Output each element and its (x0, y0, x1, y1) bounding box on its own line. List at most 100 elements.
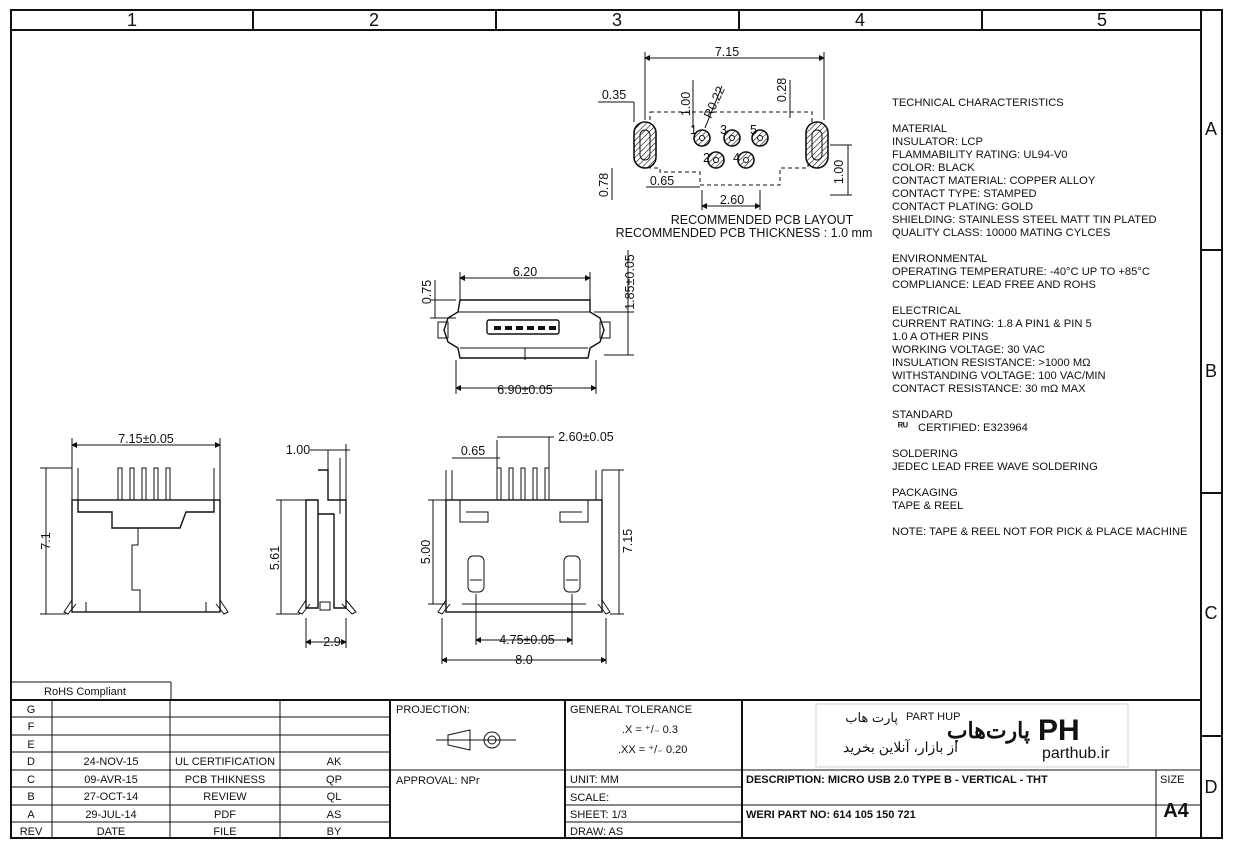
dim-side2-height: 5.61 (268, 546, 282, 570)
rev-header-file: FILE (213, 826, 236, 838)
spec-line: CONTACT RESISTANCE: 30 mΩ MAX (892, 383, 1086, 395)
rev-file: PCB THIKNESS (185, 774, 266, 786)
technical-characteristics: TECHNICAL CHARACTERISTICS MATERIAL INSUL… (892, 97, 1188, 538)
spec-soldering: JEDEC LEAD FREE WAVE SOLDERING (892, 461, 1098, 473)
dim-side3-post-spacing: 4.75±0.05 (499, 633, 555, 647)
rev-letter: B (27, 791, 34, 803)
dim-pcb-row-offset: 0.78 (597, 173, 611, 197)
spec-note: NOTE: TAPE & REEL NOT FOR PICK & PLACE M… (892, 526, 1188, 538)
zone-col-2: 2 (369, 10, 379, 30)
tolerance-x: .X = ⁺/₋ 0.3 (622, 724, 678, 736)
dim-pcb-width: 7.15 (715, 45, 739, 59)
rev-file: UL CERTIFICATION (175, 756, 275, 768)
dim-side1-width: 7.15±0.05 (118, 432, 174, 446)
logo-mark-fa: پارت‌هاب (947, 718, 1030, 745)
unit-label: UNIT: MM (570, 774, 619, 786)
rev-file: PDF (214, 809, 236, 821)
spec-line: WITHSTANDING VOLTAGE: 100 VAC/MIN (892, 370, 1106, 382)
spec-line: COMPLIANCE: LEAD FREE AND ROHS (892, 279, 1096, 291)
dim-side2-top: 1.00 (286, 443, 310, 457)
zone-row-a: A (1205, 119, 1217, 139)
dim-pcb-slot-height: 1.00 (832, 160, 846, 184)
zone-col-5: 5 (1097, 10, 1107, 30)
spec-line: CONTACT PLATING: GOLD (892, 201, 1033, 213)
description-label: DESCRIPTION: MICRO USB 2.0 TYPE B - VERT… (746, 774, 1048, 786)
rev-header-by: BY (327, 826, 342, 838)
rev-letter: F (28, 721, 35, 733)
dim-front-outer-width: 6.90±0.05 (497, 383, 553, 397)
pin-pads (693, 129, 769, 169)
rev-date: 29-JUL-14 (85, 809, 136, 821)
zone-col-1: 1 (127, 10, 137, 30)
parthub-logo: پارت هاب PART HUP از بازار، آنلاین بخرید… (815, 703, 1129, 768)
logo-slogan: از بازار، آنلاین بخرید (843, 738, 958, 756)
dim-pcb-pitch: 0.65 (650, 174, 674, 188)
size-label: SIZE (1160, 774, 1184, 786)
pcb-caption-2: RECOMMENDED PCB THICKNESS : 1.0 mm (616, 226, 873, 240)
size-value: A4 (1163, 800, 1189, 822)
rev-date: 27-OCT-14 (84, 791, 138, 803)
projection-symbol-icon (436, 729, 516, 751)
part-number-label: WERI PART NO: 614 105 150 721 (746, 809, 916, 821)
zone-col-4: 4 (855, 10, 865, 30)
spec-material-heading: MATERIAL (892, 123, 947, 135)
rev-by: AK (327, 756, 342, 768)
dim-pcb-right-edge: 0.28 (775, 78, 789, 102)
pin-label-3: 3 (720, 123, 727, 137)
spec-line: WORKING VOLTAGE: 30 VAC (892, 344, 1045, 356)
dim-side3-inner-height: 5.00 (419, 540, 433, 564)
dim-pcb-radius: R0.22 (701, 84, 728, 120)
approval-label: APPROVAL: NPr (396, 775, 480, 787)
side-view-3: 0.65 2.60±0.05 5.00 7.15 4.75±0.05 8.0 (419, 430, 635, 667)
spec-electrical-heading: ELECTRICAL (892, 305, 961, 317)
pcb-layout-view: 1 2 3 4 5 7.15 0.35 1.00 R0.22 0.28 0.78… (597, 45, 872, 240)
side3-pins (496, 467, 550, 501)
rev-date: 09-AVR-15 (84, 774, 138, 786)
spec-title: TECHNICAL CHARACTERISTICS (892, 97, 1064, 109)
title-block: RoHS Compliant G F E D 24-NOV-15 UL CERT… (11, 681, 1201, 838)
draw-label: DRAW: AS (570, 826, 623, 838)
dim-front-side-height: 1.85±0.05 (623, 254, 637, 310)
dim-side3-overall-width: 8.0 (515, 653, 532, 667)
tolerance-xx: .XX = ⁺/₋ 0.20 (618, 744, 687, 756)
logo-mark-ph: PH (1038, 714, 1080, 747)
spec-line: OPERATING TEMPERATURE: -40°C UP TO +85°C (892, 266, 1150, 278)
dim-front-inner-width: 6.20 (513, 265, 537, 279)
spec-line: CURRENT RATING: 1.8 A PIN1 & PIN 5 (892, 318, 1092, 330)
pin-label-1: 1 (690, 123, 697, 137)
spec-packaging: TAPE & REEL (892, 500, 963, 512)
logo-domain: parthub.ir (1042, 745, 1110, 762)
rev-date: 24-NOV-15 (83, 756, 138, 768)
spec-line: CONTACT TYPE: STAMPED (892, 188, 1037, 200)
logo-brand-fa: پارت هاب (845, 710, 898, 726)
general-tolerance-label: GENERAL TOLERANCE (570, 704, 692, 716)
side1-pins (117, 467, 171, 501)
pin-label-4: 4 (733, 151, 740, 165)
spec-line: QUALITY CLASS: 10000 MATING CYLCES (892, 227, 1110, 239)
spec-standard-heading: STANDARD (892, 409, 953, 421)
spec-environmental-heading: ENVIRONMENTAL (892, 253, 988, 265)
zone-col-3: 3 (612, 10, 622, 30)
side-view-2: 1.00 5.61 2.9 (268, 443, 357, 649)
dim-pcb-offset-left: 0.35 (602, 88, 626, 102)
dim-pcb-pad-height: 1.00 (679, 92, 693, 116)
spec-line: FLAMMABILITY RATING: UL94-V0 (892, 149, 1068, 161)
spec-packaging-heading: PACKAGING (892, 487, 958, 499)
ul-mark-icon: ᴿᵁ (898, 421, 908, 433)
rev-by: QL (327, 791, 342, 803)
dim-side3-pitch: 0.65 (461, 444, 485, 458)
zone-labels: 1 2 3 4 5 A B C D (127, 10, 1218, 797)
pin-label-2: 2 (703, 151, 710, 165)
rev-letter: D (27, 756, 35, 768)
spec-standard-cert: CERTIFIED: E323964 (918, 422, 1028, 434)
pcb-caption-1: RECOMMENDED PCB LAYOUT (671, 213, 854, 227)
projection-label: PROJECTION: (396, 704, 470, 716)
dim-pcb-pin-span: 2.60 (720, 193, 744, 207)
front-view: 6.20 0.75 1.85±0.05 6.90±0.05 (420, 250, 637, 397)
zone-row-c: C (1205, 603, 1218, 623)
dim-front-top-height: 0.75 (420, 280, 434, 304)
dim-side1-height: 7.1 (39, 532, 53, 549)
side-view-1: 7.15±0.05 7.1 (39, 432, 229, 615)
rohs-label: RoHS Compliant (44, 686, 126, 698)
